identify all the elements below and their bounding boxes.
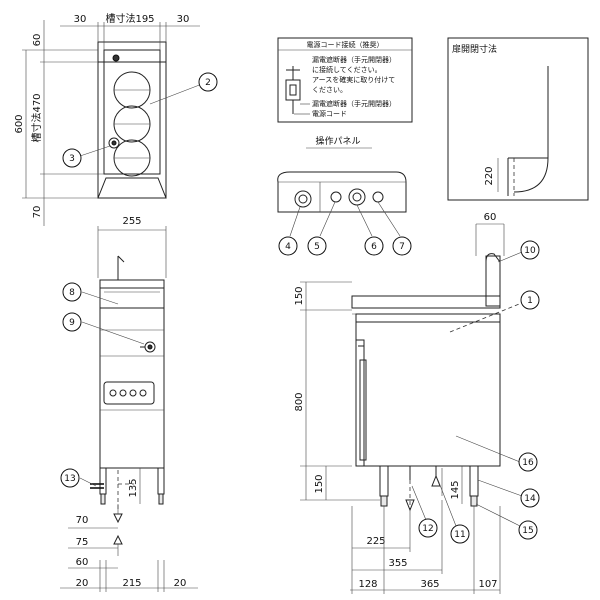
svg-text:6: 6 xyxy=(371,242,377,252)
callout-2: 2 xyxy=(198,72,218,92)
svg-text:5: 5 xyxy=(314,242,320,252)
callout-6: 6 xyxy=(364,236,384,256)
callout-16: 16 xyxy=(518,452,538,472)
svg-text:2: 2 xyxy=(205,78,211,88)
svg-text:12: 12 xyxy=(422,524,433,534)
power-box-line1: 漏電遮断器（手元開閉器） xyxy=(312,55,396,64)
callout-12: 12 xyxy=(418,518,438,538)
dim-side-145: 145 xyxy=(450,480,461,499)
top-view: 30 槽寸法195 30 60 600 槽寸法470 70 xyxy=(14,12,203,226)
callout-7: 7 xyxy=(392,236,412,256)
callout-14: 14 xyxy=(520,488,540,508)
callout-3: 3 xyxy=(62,148,82,168)
dim-side-inner: 槽寸法470 xyxy=(30,93,43,142)
svg-text:4: 4 xyxy=(285,242,291,252)
front-view: 255 135 xyxy=(60,216,198,592)
callout-5: 5 xyxy=(307,236,327,256)
svg-text:15: 15 xyxy=(522,526,533,536)
door-title: 扉開閉寸法 xyxy=(452,43,497,55)
dim-front-75: 75 xyxy=(76,537,89,548)
dim-side-60: 60 xyxy=(484,212,497,223)
callout-13: 13 xyxy=(60,468,80,488)
dim-side-107: 107 xyxy=(478,579,497,590)
svg-text:11: 11 xyxy=(454,530,465,540)
callout-8: 8 xyxy=(62,282,82,302)
dim-side-150-top: 150 xyxy=(294,286,305,305)
dim-front-width: 255 xyxy=(122,216,141,227)
svg-text:10: 10 xyxy=(524,246,536,256)
dim-side-128: 128 xyxy=(358,579,377,590)
dim-side-225: 225 xyxy=(366,536,385,547)
power-box-cord-label: 電源コード xyxy=(312,109,347,118)
callout-1: 1 xyxy=(520,290,540,310)
dim-side-355: 355 xyxy=(388,558,407,569)
svg-text:3: 3 xyxy=(69,154,75,164)
svg-text:1: 1 xyxy=(527,296,533,306)
power-box-line3: アースを確実に取り付けて xyxy=(312,75,395,84)
svg-text:14: 14 xyxy=(524,494,536,504)
callout-11: 11 xyxy=(450,524,470,544)
callout-4: 4 xyxy=(278,236,298,256)
dim-side-150-bottom: 150 xyxy=(314,474,325,493)
power-box-line4: ください。 xyxy=(312,86,347,94)
power-box-breaker-label: 漏電遮断器（手元開閉器） xyxy=(312,99,396,108)
panel-title: 操作パネル xyxy=(315,135,360,147)
dim-top-left: 30 xyxy=(74,14,87,25)
dim-front-60: 60 xyxy=(76,557,89,568)
control-panel-view: 操作パネル xyxy=(277,135,407,237)
dim-top-right: 30 xyxy=(177,14,190,25)
svg-text:16: 16 xyxy=(522,458,534,468)
dim-front-70: 70 xyxy=(76,515,89,526)
door-opening-box: 扉開閉寸法 220 xyxy=(447,37,589,201)
dim-front-b-mid: 215 xyxy=(122,578,141,589)
svg-text:9: 9 xyxy=(69,318,75,328)
callout-10: 10 xyxy=(520,240,540,260)
svg-text:8: 8 xyxy=(69,288,75,298)
dim-front-135: 135 xyxy=(128,478,139,497)
dim-front-b-right: 20 xyxy=(174,578,187,589)
dim-top-inner: 槽寸法195 xyxy=(105,12,154,25)
dim-side-800: 800 xyxy=(294,392,305,411)
svg-text:7: 7 xyxy=(399,242,405,252)
svg-text:13: 13 xyxy=(64,474,75,484)
side-view: 60 150 800 150 145 xyxy=(294,212,525,594)
power-box-line2: に接続してください。 xyxy=(312,65,382,74)
callout-9: 9 xyxy=(62,312,82,332)
dim-side-depth: 600 xyxy=(14,114,25,133)
power-cord-box: 電源コード接続（推奨） 漏電遮断器（手元開閉器） に接続してください。 アースを… xyxy=(277,37,413,123)
dim-front-b-left: 20 xyxy=(76,578,89,589)
dim-side-365: 365 xyxy=(420,579,439,590)
callout-15: 15 xyxy=(518,520,538,540)
dim-side-bottom: 70 xyxy=(32,206,43,219)
door-dim: 220 xyxy=(484,166,495,185)
dim-side-top: 60 xyxy=(32,34,43,47)
power-box-title: 電源コード接続（推奨） xyxy=(307,40,384,49)
